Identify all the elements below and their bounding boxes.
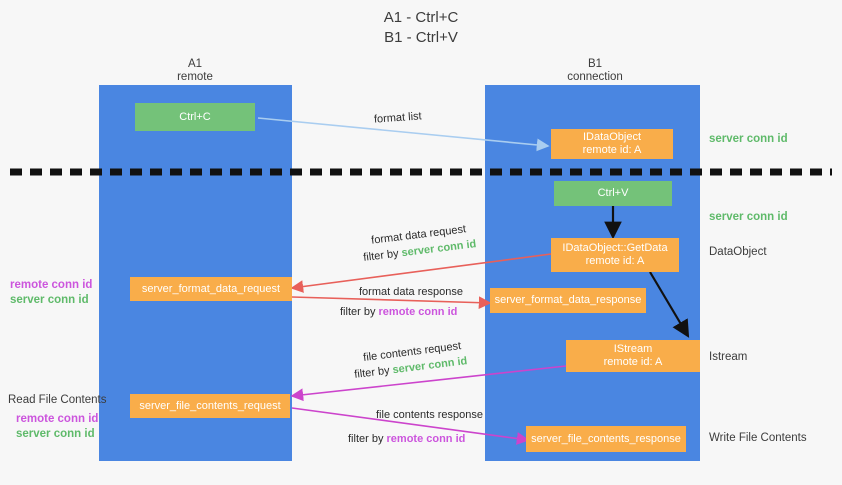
label-conn-ids-lower: remote conn id server conn id bbox=[16, 412, 98, 442]
box-server-format-data-request[interactable]: server_format_data_request bbox=[130, 277, 292, 301]
box-ctrl-c[interactable]: Ctrl+C bbox=[135, 103, 255, 131]
box-ctrl-c-label: Ctrl+C bbox=[179, 110, 211, 123]
label-server-conn-id-top: server conn id bbox=[709, 132, 788, 147]
column-b1-name: B1 bbox=[587, 58, 603, 70]
label-server-conn-id-lower: server conn id bbox=[16, 428, 95, 440]
box-getdata-line1: IDataObject::GetData bbox=[562, 242, 668, 254]
column-a1-sub: remote bbox=[177, 71, 213, 83]
edge-filter-prefix-4: filter by bbox=[348, 433, 387, 445]
label-read-file-contents: Read File Contents bbox=[8, 393, 106, 408]
label-server-conn-id-top-text: server conn id bbox=[709, 133, 788, 145]
label-istream: Istream bbox=[709, 350, 747, 365]
edge-label-format-data-response-filter: filter by remote conn id bbox=[340, 305, 457, 320]
edge-label-file-contents-response: file contents response bbox=[376, 408, 483, 423]
label-conn-ids-upper: remote conn id server conn id bbox=[10, 278, 92, 308]
edge-filter-prefix-1: filter by bbox=[362, 247, 403, 264]
page-title: A1 - Ctrl+C B1 - Ctrl+V bbox=[0, 8, 842, 48]
label-server-conn-id-second: server conn id bbox=[709, 210, 788, 225]
column-header-b1: B1 connection bbox=[520, 58, 670, 84]
box-istream[interactable]: IStream remote id: A bbox=[566, 340, 700, 372]
box-server-file-contents-request-label: server_file_contents_request bbox=[139, 399, 281, 412]
label-write-file-contents-text: Write File Contents bbox=[709, 432, 807, 444]
label-read-file-contents-text: Read File Contents bbox=[8, 394, 107, 406]
title-line-2: B1 - Ctrl+V bbox=[384, 29, 458, 46]
edge-label-file-contents-response-filter: filter by remote conn id bbox=[348, 432, 465, 447]
label-dataobject: DataObject bbox=[709, 245, 767, 260]
label-remote-conn-id-upper: remote conn id bbox=[10, 279, 93, 291]
label-write-file-contents: Write File Contents bbox=[709, 431, 807, 446]
label-server-conn-id-second-text: server conn id bbox=[709, 211, 788, 223]
title-line-1: A1 - Ctrl+C bbox=[383, 9, 459, 26]
box-idataobject-line2: remote id: A bbox=[582, 144, 642, 156]
box-idataobject-line1: IDataObject bbox=[582, 131, 642, 143]
box-server-file-contents-response[interactable]: server_file_contents_response bbox=[526, 426, 686, 452]
column-header-a1: A1 remote bbox=[120, 58, 270, 84]
box-server-file-contents-request[interactable]: server_file_contents_request bbox=[130, 394, 290, 418]
edge-label-format-list: format list bbox=[374, 109, 423, 127]
box-ctrl-v[interactable]: Ctrl+V bbox=[554, 181, 672, 206]
box-getdata-line2: remote id: A bbox=[585, 255, 645, 267]
edge-label-format-data-response-text: format data response bbox=[359, 286, 463, 298]
label-dataobject-text: DataObject bbox=[709, 246, 767, 258]
column-b1-sub: connection bbox=[567, 71, 623, 83]
box-idataobject-getdata[interactable]: IDataObject::GetData remote id: A bbox=[551, 238, 679, 272]
edge-label-format-list-text: format list bbox=[373, 110, 423, 126]
label-remote-conn-id-lower: remote conn id bbox=[16, 413, 99, 425]
box-server-file-contents-response-label: server_file_contents_response bbox=[531, 432, 681, 445]
box-server-format-data-request-label: server_format_data_request bbox=[141, 282, 281, 295]
edge-filter-value-4: remote conn id bbox=[386, 433, 466, 445]
edge-filter-prefix-3: filter by bbox=[353, 364, 394, 381]
box-server-format-data-response-label: server_format_data_response bbox=[494, 294, 642, 306]
box-ctrl-v-label: Ctrl+V bbox=[597, 187, 629, 199]
label-istream-text: Istream bbox=[709, 351, 748, 363]
edge-filter-value-2: remote conn id bbox=[378, 306, 458, 318]
edge-filter-prefix-2: filter by bbox=[340, 306, 379, 318]
column-a1-name: A1 bbox=[187, 58, 203, 70]
label-server-conn-id-upper: server conn id bbox=[10, 294, 89, 306]
box-istream-line2: remote id: A bbox=[603, 356, 663, 368]
box-idataobject[interactable]: IDataObject remote id: A bbox=[551, 129, 673, 159]
box-istream-line1: IStream bbox=[613, 343, 653, 355]
edge-label-file-contents-response-text: file contents response bbox=[376, 409, 484, 421]
box-server-format-data-response[interactable]: server_format_data_response bbox=[490, 288, 646, 313]
edge-label-format-data-response: format data response bbox=[359, 285, 463, 300]
